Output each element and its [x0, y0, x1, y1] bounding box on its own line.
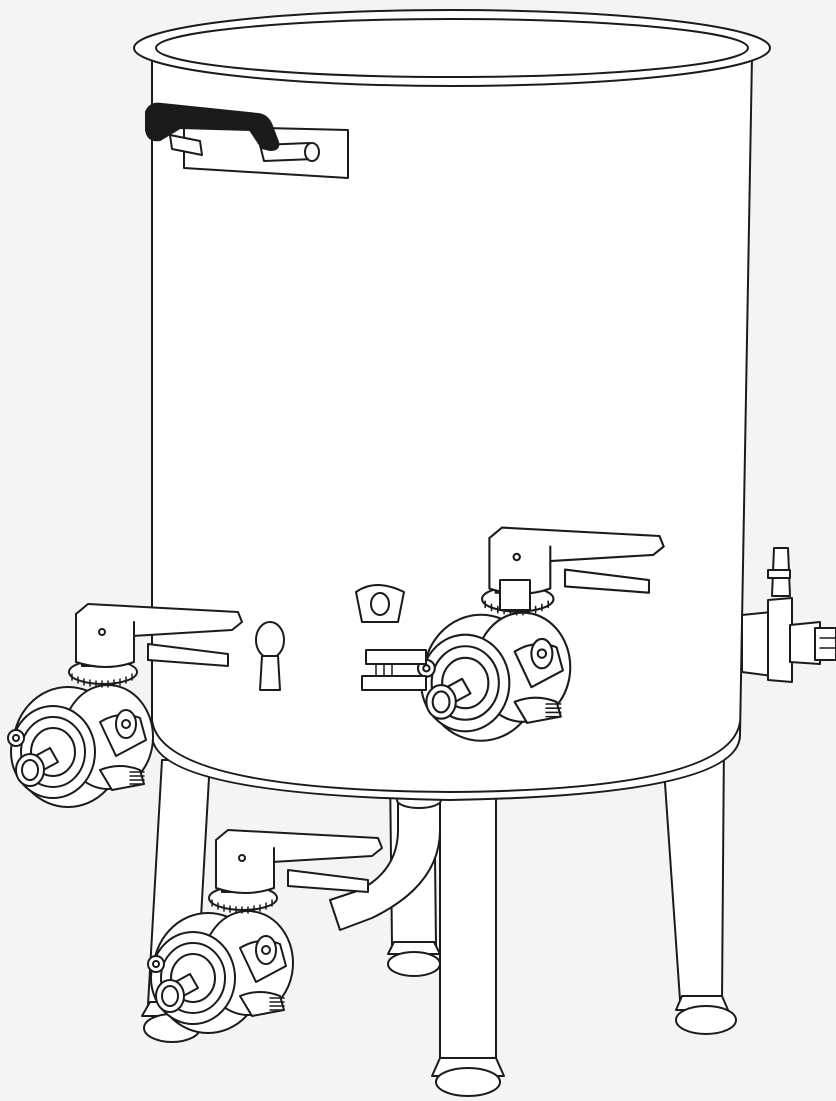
- center-valve-wing-nut: [355, 579, 531, 691]
- side-sample-valve: [741, 547, 836, 683]
- vessel-tank: [133, 9, 771, 801]
- left-valve-wing-nut: [255, 621, 285, 691]
- vessel-handle: [145, 102, 349, 179]
